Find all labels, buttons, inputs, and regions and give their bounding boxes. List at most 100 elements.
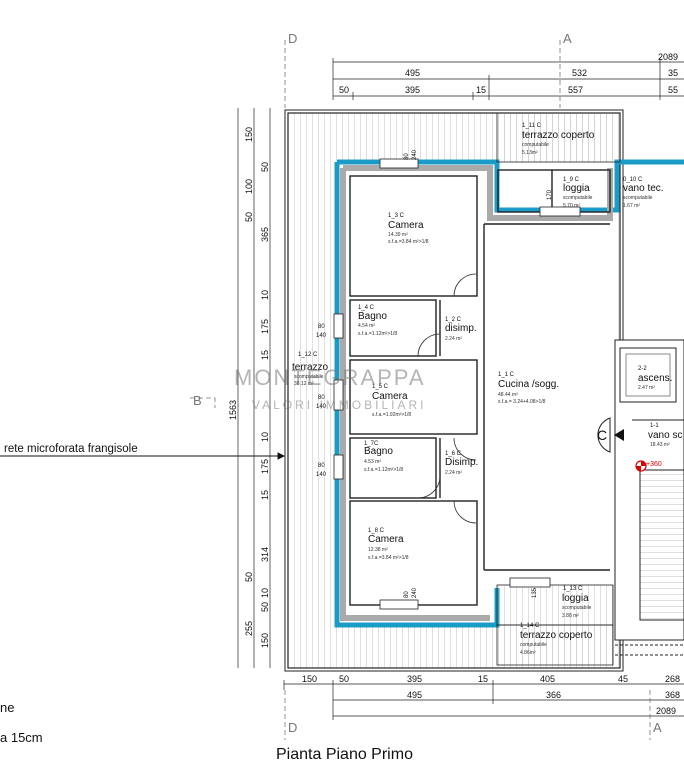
annotation-text: rete microforata frangisole [4, 443, 138, 455]
bottom-dimension-labels: 150 50 395 15 405 45 268 495 366 368 208… [302, 674, 680, 716]
stair-core [614, 339, 684, 656]
room-code: 1_4 C [358, 305, 375, 311]
room-sfa: s.f.a.=3.84 m²>1/8 [368, 555, 409, 561]
room-sfa: scomputabile [562, 605, 592, 611]
room-name: ascens. [638, 373, 672, 384]
room-code: 1_8 C [368, 528, 385, 534]
dim-left-365: 365 [260, 227, 270, 242]
room-name: vano tec. [623, 183, 664, 194]
section-d-top: D [288, 31, 297, 46]
room-sfa: s.f.a.=3.84 m²>1/8 [388, 239, 429, 245]
room-code: 1-1 [650, 423, 659, 429]
dim-bottom-45: 45 [618, 674, 628, 684]
room-name: Camera [368, 534, 404, 545]
window-w-1: 80 [318, 324, 325, 330]
dim-left-314: 314 [260, 547, 270, 562]
dim-top-55: 55 [668, 85, 678, 95]
section-a-top: A [563, 31, 572, 46]
annotation-leader [0, 452, 286, 460]
dim-top-15: 15 [476, 85, 486, 95]
top-dimension-labels: 2089 495 532 35 50 395 15 557 55 [339, 52, 678, 95]
top-dimension-lines [332, 58, 684, 100]
room-name: Bagno [358, 311, 387, 322]
room-name: terrazzo [292, 362, 329, 373]
room-area: 5.70 m² [563, 203, 580, 209]
window-h-1: 140 [316, 333, 327, 339]
dim-bottom-268: 268 [665, 674, 680, 684]
plan-title: Pianta Piano Primo [276, 746, 413, 763]
dim-top-532: 532 [572, 68, 587, 78]
room-area: 5.13m² [522, 150, 538, 156]
section-a-bottom: A [653, 720, 662, 735]
room-code: 1_2 C [445, 317, 462, 323]
room-area: 14.39 m² [388, 232, 408, 238]
window-w-3: 80 [318, 463, 325, 469]
dim-left-175b: 175 [260, 459, 270, 474]
window-w-5: 80 [404, 591, 410, 598]
bottom-dimension-lines [283, 680, 684, 720]
room-area: 3.88 m² [562, 613, 579, 619]
section-d-bottom: D [288, 720, 297, 735]
dim-bottom-50: 50 [339, 674, 349, 684]
room-sfa: s.f.a.=1.12m²>1/8 [358, 331, 397, 337]
dim-top-35: 35 [668, 68, 678, 78]
room-name: Disimp. [445, 457, 478, 468]
dim-top-50: 50 [339, 85, 349, 95]
dim-bottom-150: 150 [302, 674, 317, 684]
left-dimension-labels: 150 50 100 50 365 10 175 15 1563 10 175 … [228, 127, 270, 648]
room-code: 1_5 C [372, 384, 389, 390]
dim-bottom-366: 366 [546, 690, 561, 700]
room-code: 1_9 C [563, 177, 580, 183]
room-code: 2-2 [638, 366, 647, 372]
sill-height-2: 135 [532, 587, 538, 598]
dim-top-total: 2089 [658, 52, 678, 62]
room-area: 2.24 m² [445, 470, 462, 476]
room-name: terrazzo coperto [520, 630, 593, 641]
dim-left-50d: 50 [260, 602, 270, 612]
window-h-2: 140 [316, 404, 327, 410]
dim-left-175: 175 [260, 319, 270, 334]
room-area: 4.54 m² [358, 323, 375, 329]
left-dimension-lines [237, 108, 271, 668]
dim-left-100: 100 [244, 179, 254, 194]
dim-bottom-405: 405 [540, 674, 555, 684]
room-name: loggia [562, 593, 589, 604]
level-label: +360 [646, 461, 662, 468]
room-name: Camera [372, 391, 408, 402]
room-sfa: s.f.a.=1.12m²>1/8 [364, 467, 403, 473]
dim-left-150b: 150 [260, 633, 270, 648]
room-area: 4.53 m² [364, 459, 381, 465]
dim-top-395: 395 [405, 85, 420, 95]
room-sfa: scomputabile [623, 195, 653, 201]
dim-left-255: 255 [244, 621, 254, 636]
dim-bottom-368: 368 [665, 690, 680, 700]
room-sfa: scomputabile [294, 374, 324, 380]
room-name: Bagno [364, 446, 393, 457]
dim-left-10: 10 [260, 290, 270, 300]
section-b: B [193, 393, 202, 408]
room-area: 18.43 m² [650, 442, 670, 448]
room-name: disimp. [445, 323, 477, 334]
window-h-5: 240 [412, 587, 418, 598]
dim-left-10c: 10 [260, 588, 270, 598]
room-area: 4.86m² [520, 650, 536, 656]
room-sfa: s.f.a.=1.92m²>1/8 [372, 412, 411, 418]
room-sfa: s.f.a.= 3.24+4.08>1/8 [498, 399, 546, 405]
legend-line-2: a 15cm [0, 730, 43, 745]
dim-bottom-395: 395 [407, 674, 422, 684]
level-marker [635, 460, 647, 472]
watermark-line-1: MONTEGRAPPA [234, 365, 426, 390]
legend-line-1: ne [0, 700, 14, 715]
door-swings [417, 273, 477, 524]
watermark-line-2: VALORI IMMOBILIARI [252, 398, 426, 412]
room-area: 1.67 m² [623, 203, 640, 209]
room-area: 48.44 m² [498, 392, 518, 398]
room-name: Cucina /sogg. [498, 379, 559, 390]
dim-top-557: 557 [568, 85, 583, 95]
dim-top-495: 495 [405, 68, 420, 78]
room-sfa: computabile [522, 142, 549, 148]
dim-bottom-15: 15 [478, 674, 488, 684]
dim-bottom-495: 495 [407, 690, 422, 700]
dim-left-10b: 10 [260, 432, 270, 442]
